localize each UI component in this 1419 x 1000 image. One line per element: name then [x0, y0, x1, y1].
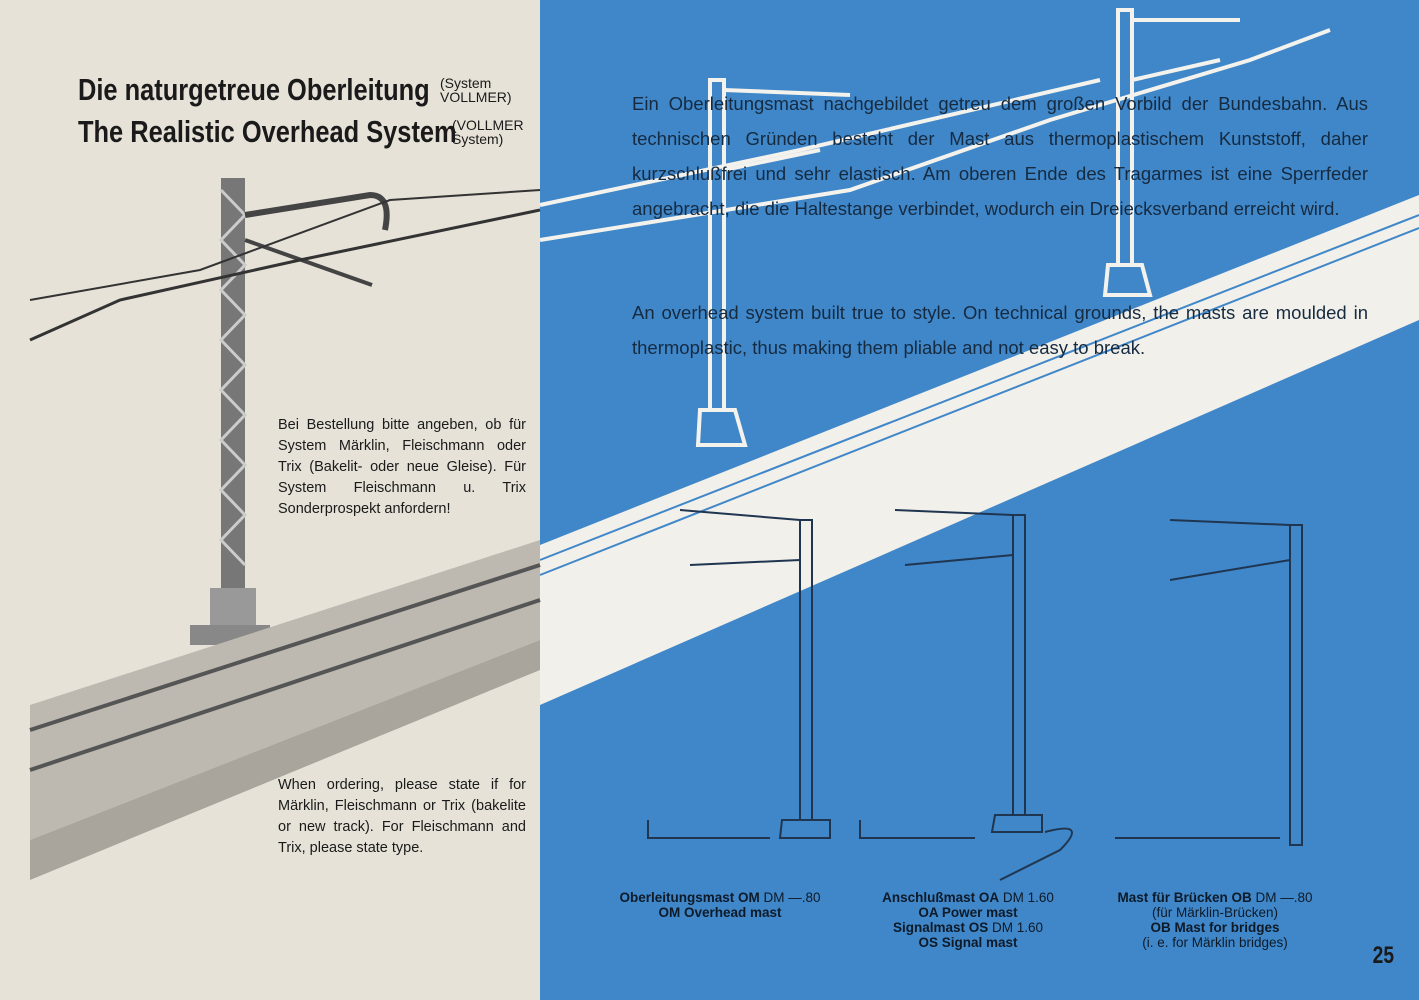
gray-track	[29, 540, 541, 880]
title-de: Die naturgetreue Oberleitung	[78, 72, 430, 107]
mast-drawings	[647, 509, 1303, 881]
mast-outline	[539, 8, 1331, 447]
page-number: 25	[1372, 942, 1395, 969]
caption-ob: Mast für Brücken OB DM —.80(für Märklin-…	[1117, 890, 1313, 950]
order-note-de: Bei Bestellung bitte angeben, ob für Sys…	[278, 417, 526, 517]
title-en: The Realistic Overhead System	[78, 114, 457, 149]
description-en: An overhead system built true to style. …	[632, 302, 1368, 358]
description-de: Ein Oberleitungsmast nachgebildet getreu…	[632, 93, 1368, 219]
order-note-en: When ordering, please state if for Märkl…	[278, 777, 526, 856]
gray-mast	[29, 178, 541, 645]
track-band	[540, 195, 1419, 705]
